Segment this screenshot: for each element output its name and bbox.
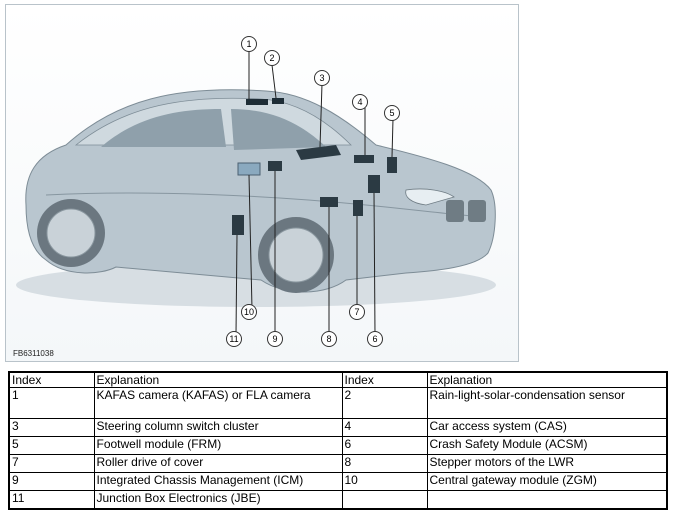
car-drawing — [16, 51, 496, 336]
callout-7: 7 — [349, 304, 365, 320]
header-explanation: Explanation — [426, 371, 668, 388]
explanation-cell — [426, 490, 668, 510]
callout-11: 11 — [226, 331, 242, 347]
callout-8: 8 — [321, 331, 337, 347]
table-row: 1 KAFAS camera (KAFAS) or FLA camera 2 R… — [8, 387, 668, 419]
callout-10: 10 — [241, 304, 257, 320]
table-row: 9 Integrated Chassis Management (ICM) 10… — [8, 472, 668, 491]
explanation-cell: Crash Safety Module (ACSM) — [426, 436, 668, 455]
figure-code: FB6311038 — [13, 349, 54, 358]
header-index: Index — [8, 371, 95, 388]
index-cell: 11 — [8, 490, 95, 510]
table-header-row: Index Explanation Index Explanation — [8, 371, 668, 388]
header-index: Index — [341, 371, 428, 388]
explanation-cell: Steering column switch cluster — [93, 418, 343, 437]
index-cell: 10 — [341, 472, 428, 491]
index-cell: 3 — [8, 418, 95, 437]
index-cell: 2 — [341, 387, 428, 419]
legend-table: Index Explanation Index Explanation 1 KA… — [8, 371, 668, 510]
header-explanation: Explanation — [93, 371, 343, 388]
index-cell: 9 — [8, 472, 95, 491]
table-row: 11 Junction Box Electronics (JBE) — [8, 490, 668, 510]
index-cell: 6 — [341, 436, 428, 455]
index-cell — [341, 490, 428, 510]
explanation-cell: Integrated Chassis Management (ICM) — [93, 472, 343, 491]
callout-1: 1 — [241, 36, 257, 52]
explanation-cell: Footwell module (FRM) — [93, 436, 343, 455]
callout-5: 5 — [384, 105, 400, 121]
explanation-cell: Stepper motors of the LWR — [426, 454, 668, 473]
explanation-cell: Junction Box Electronics (JBE) — [93, 490, 343, 510]
explanation-cell: Rain-light-solar-condensation sensor — [426, 387, 668, 419]
index-cell: 5 — [8, 436, 95, 455]
table-row: 7 Roller drive of cover 8 Stepper motors… — [8, 454, 668, 473]
callout-6: 6 — [367, 331, 383, 347]
callout-9: 9 — [267, 331, 283, 347]
index-cell: 7 — [8, 454, 95, 473]
index-cell: 8 — [341, 454, 428, 473]
index-cell: 4 — [341, 418, 428, 437]
index-cell: 1 — [8, 387, 95, 419]
table-row: 3 Steering column switch cluster 4 Car a… — [8, 418, 668, 437]
callout-2: 2 — [264, 50, 280, 66]
explanation-cell: KAFAS camera (KAFAS) or FLA camera — [93, 387, 343, 419]
vehicle-illustration: 1 2 3 4 5 6 7 8 9 10 11 FB6311038 — [5, 4, 519, 362]
explanation-cell: Central gateway module (ZGM) — [426, 472, 668, 491]
explanation-cell: Car access system (CAS) — [426, 418, 668, 437]
explanation-cell: Roller drive of cover — [93, 454, 343, 473]
callout-4: 4 — [352, 94, 368, 110]
table-row: 5 Footwell module (FRM) 6 Crash Safety M… — [8, 436, 668, 455]
callout-3: 3 — [314, 70, 330, 86]
